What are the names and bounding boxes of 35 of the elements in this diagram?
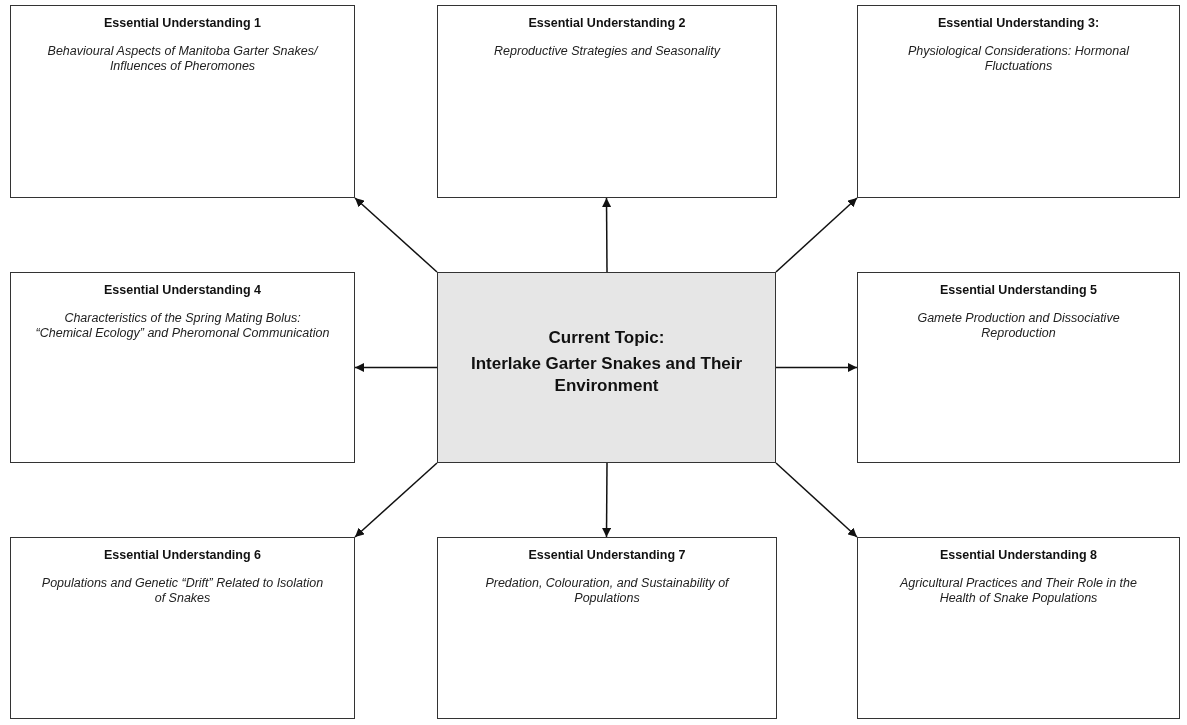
topic-heading: Current Topic:	[548, 327, 665, 349]
understanding-box	[10, 272, 355, 463]
box-heading: Essential Understanding 8	[940, 548, 1097, 562]
box-description: Agricultural Practices and Their Role in the Health of Snake Populations	[898, 576, 1138, 606]
box-description: Gamete Production and Dissociative Reproduction	[916, 311, 1121, 341]
box-heading: Essential Understanding 6	[104, 548, 261, 562]
understanding-box	[857, 537, 1180, 719]
understanding-box	[10, 537, 355, 719]
arrow	[354, 363, 438, 372]
arrow	[775, 197, 858, 273]
box-heading: Essential Understanding 5	[940, 283, 1097, 297]
arrow	[602, 197, 612, 273]
box-description: Populations and Genetic “Drift” Related to Isolation of Snakes	[40, 576, 325, 606]
arrow	[775, 363, 858, 372]
understanding-box	[437, 537, 777, 719]
box-description: Physiological Considerations: Hormonal Fluctuations	[907, 44, 1131, 74]
box-description: Behavioural Aspects of Manitoba Garter Snakes/ Influences of Pheromones	[46, 44, 320, 74]
box-heading: Essential Understanding 2	[528, 16, 686, 30]
arrow	[602, 462, 612, 538]
understanding-box	[857, 272, 1180, 463]
box-heading: Essential Understanding 3:	[937, 16, 1100, 30]
box-description: Characteristics of the Spring Mating Bolus: “Chemical Ecology” and Pheromonal Communication	[35, 311, 330, 341]
topic-title: Interlake Garter Snakes and Their Environment	[469, 353, 744, 398]
understanding-box	[437, 5, 777, 198]
arrow	[354, 462, 438, 538]
box-heading: Essential Understanding 4	[104, 283, 261, 297]
topic-box	[437, 272, 776, 463]
understanding-box	[10, 5, 355, 198]
arrow	[354, 197, 438, 273]
understanding-box	[857, 5, 1180, 198]
box-heading: Essential Understanding 1	[104, 16, 261, 30]
box-description: Reproductive Strategies and Seasonality	[494, 44, 720, 59]
box-description: Predation, Colouration, and Sustainability of Populations	[484, 576, 731, 606]
arrow	[775, 462, 858, 538]
box-heading: Essential Understanding 7	[528, 548, 686, 562]
